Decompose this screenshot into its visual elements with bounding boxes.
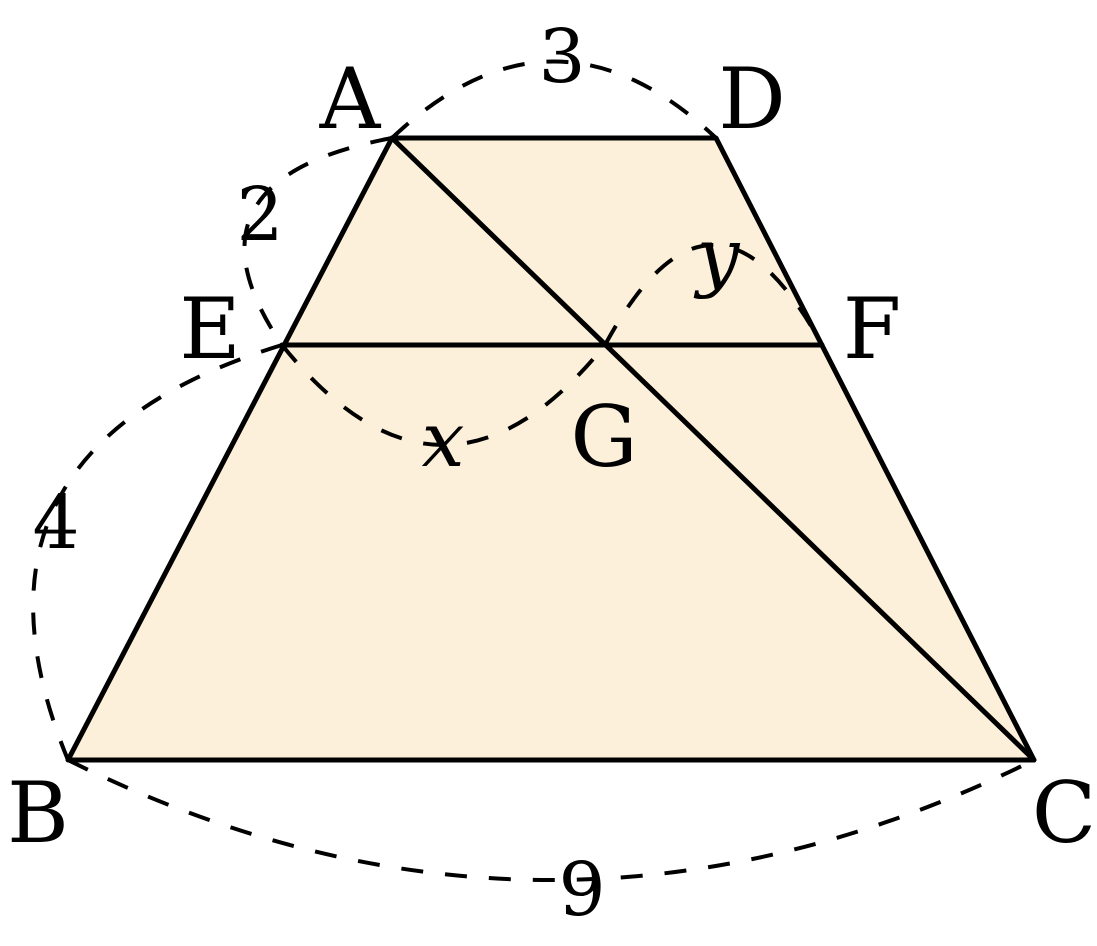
label-point-f: F bbox=[843, 280, 901, 378]
label-length-eg: x bbox=[422, 395, 465, 484]
arc-bc bbox=[67, 758, 1035, 882]
arc-gf bbox=[603, 243, 824, 346]
label-length-ae: 2 bbox=[236, 172, 283, 258]
label-point-b: B bbox=[7, 764, 69, 862]
arc-ae bbox=[242, 136, 393, 347]
label-length-gf: y bbox=[694, 211, 741, 300]
diagonal-ac bbox=[389, 135, 1037, 763]
trapezoid-abcd bbox=[65, 135, 1037, 763]
label-point-a: A bbox=[319, 50, 382, 148]
arc-ad bbox=[390, 59, 718, 140]
label-length-ad: 3 bbox=[538, 14, 585, 100]
label-length-eb: 4 bbox=[32, 480, 79, 566]
label-length-bc: 9 bbox=[558, 847, 605, 933]
label-point-g: G bbox=[570, 388, 637, 486]
arc-eb bbox=[31, 343, 283, 761]
label-point-e: E bbox=[179, 280, 240, 378]
arc-eg bbox=[280, 343, 607, 447]
label-point-d: D bbox=[718, 50, 785, 148]
label-point-c: C bbox=[1032, 764, 1096, 862]
